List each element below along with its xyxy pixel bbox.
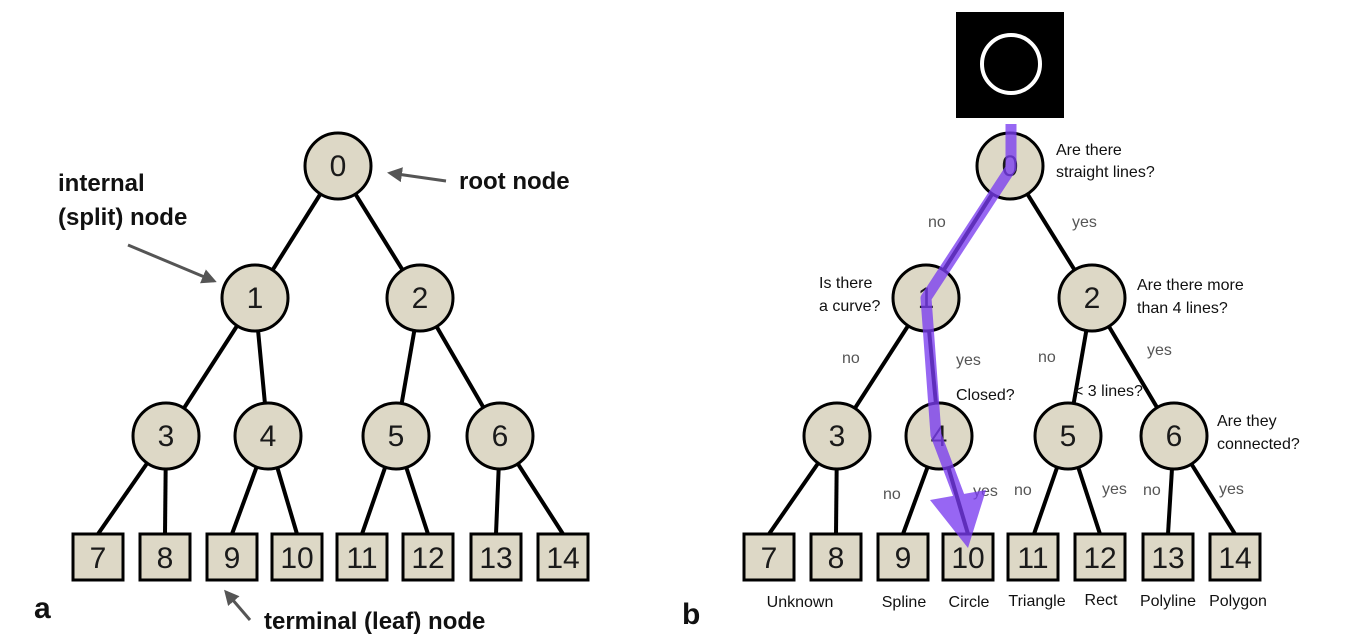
leaf-node: 13 (469, 532, 523, 582)
leaf-node: 10 (270, 532, 324, 582)
tree-node: 2 (1057, 263, 1127, 333)
decision-path-highlight (920, 124, 1017, 548)
node-7-label: 7 (90, 542, 107, 575)
node-13-label: 13 (1151, 542, 1184, 575)
tree-node: 6 (1139, 401, 1209, 471)
node-6-label: 6 (1166, 420, 1183, 453)
tree-node: 3 (131, 401, 201, 471)
root-node-pointer-arrow (387, 167, 447, 183)
node-1-label: 1 (247, 282, 264, 315)
internal-node-pointer-arrow (127, 243, 217, 284)
input-image (956, 12, 1064, 118)
tree-node: 0 (303, 131, 373, 201)
tree-node: 1 (220, 263, 290, 333)
panel-a-label: a (34, 592, 51, 625)
node-10-label: 10 (280, 542, 313, 575)
node-14-label: 14 (1218, 542, 1251, 575)
leaf-name-10: Circle (949, 594, 990, 611)
question-2-line2: than 4 lines? (1137, 300, 1228, 317)
question-4: Closed? (956, 387, 1015, 404)
leaf-node: 9 (876, 532, 930, 582)
question-6-line1: Are they (1217, 413, 1277, 430)
edge-label-0-1: no (928, 214, 946, 231)
leaf-name-13: Polyline (1140, 593, 1196, 610)
question-1-line1: Is there (819, 275, 872, 292)
panel-a: 0 1 2 3 4 5 6 7 (34, 131, 590, 635)
leaf-name-14: Polygon (1209, 593, 1267, 610)
edge-label-4-9: no (883, 486, 901, 503)
edge-label-5-11: no (1014, 482, 1032, 499)
leaf-node: 12 (401, 532, 455, 582)
leaf-name-12: Rect (1085, 592, 1118, 609)
leaf-node-callout: terminal (leaf) node (264, 608, 485, 635)
leaf-node: 12 (1073, 532, 1127, 582)
question-0-line1: Are there (1056, 142, 1122, 159)
question-2-line1: Are there more (1137, 277, 1244, 294)
tree-node: 5 (361, 401, 431, 471)
node-11-label: 11 (346, 542, 377, 575)
edge-label-6-13: no (1143, 482, 1161, 499)
leaf-name-7: Unknown (767, 594, 834, 611)
edge-label-2-6: yes (1147, 342, 1172, 359)
edge-label-2-5: no (1038, 349, 1056, 366)
leaf-node: 7 (742, 532, 796, 582)
node-14-label: 14 (546, 542, 579, 575)
leaf-node: 14 (536, 532, 590, 582)
node-7-label: 7 (761, 542, 778, 575)
node-5-label: 5 (1060, 420, 1077, 453)
ring-icon (980, 33, 1042, 95)
tree-node: 6 (465, 401, 535, 471)
node-9-label: 9 (895, 542, 912, 575)
leaf-node: 11 (1006, 532, 1060, 582)
node-3-label: 3 (829, 420, 846, 453)
question-1-line2: a curve? (819, 298, 880, 315)
tree-node: 5 (1033, 401, 1103, 471)
leaf-name-9: Spline (882, 594, 927, 611)
path-arrowhead (930, 490, 986, 548)
internal-node-callout-line1: internal (58, 170, 145, 197)
leaf-node: 8 (138, 532, 192, 582)
node-12-label: 12 (411, 542, 444, 575)
node-2-label: 2 (1084, 282, 1101, 315)
edge-label-5-12: yes (1102, 481, 1127, 498)
panel-b: 0 1 2 3 4 5 6 7 (682, 12, 1300, 631)
leaf-node: 9 (205, 532, 259, 582)
node-4-label: 4 (260, 420, 277, 453)
leaf-node: 13 (1141, 532, 1195, 582)
leaf-name-11: Triangle (1008, 593, 1065, 610)
leaf-node: 11 (335, 532, 389, 582)
tree-node: 3 (802, 401, 872, 471)
node-6-label: 6 (492, 420, 509, 453)
tree-node: 4 (233, 401, 303, 471)
input-image-background (956, 12, 1064, 118)
leaf-node: 14 (1208, 532, 1262, 582)
edge-label-6-14: yes (1219, 481, 1244, 498)
node-13-label: 13 (479, 542, 512, 575)
question-6-line2: connected? (1217, 436, 1300, 453)
question-5: < 3 lines? (1074, 383, 1143, 400)
leaf-node: 8 (809, 532, 863, 582)
leaf-node: 7 (71, 532, 125, 582)
node-11-label: 11 (1017, 542, 1048, 575)
edge-label-1-4: yes (956, 352, 981, 369)
panel-b-label: b (682, 598, 700, 631)
edge-label-1-3: no (842, 350, 860, 367)
root-node-callout: root node (459, 168, 570, 195)
tree-node: 2 (385, 263, 455, 333)
node-0-label: 0 (330, 150, 347, 183)
internal-node-callout-line2: (split) node (58, 204, 187, 231)
question-0-line2: straight lines? (1056, 164, 1155, 181)
edge-label-0-2: yes (1072, 214, 1097, 231)
node-8-label: 8 (828, 542, 845, 575)
node-5-label: 5 (388, 420, 405, 453)
node-12-label: 12 (1083, 542, 1116, 575)
node-9-label: 9 (224, 542, 241, 575)
node-8-label: 8 (157, 542, 174, 575)
node-3-label: 3 (158, 420, 175, 453)
node-2-label: 2 (412, 282, 429, 315)
leaf-node-pointer-arrow (224, 589, 252, 621)
